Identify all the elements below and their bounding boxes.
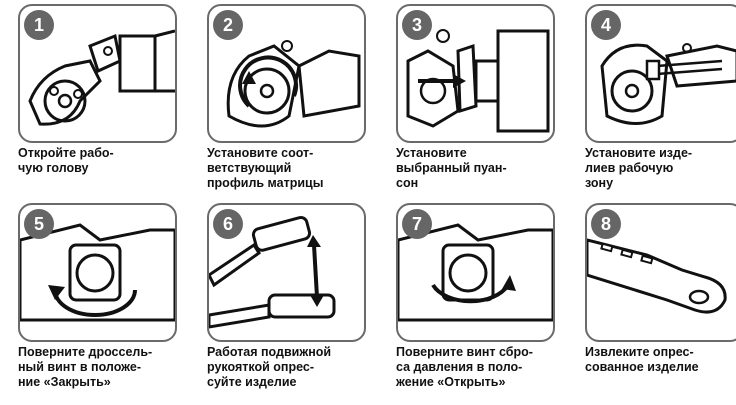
close-valve-icon	[20, 223, 175, 322]
step-2-number: 2	[213, 10, 243, 40]
step-5-number: 5	[24, 209, 54, 239]
step-6-caption: Работая подвижной рукояткой опрес- суйте…	[207, 345, 332, 389]
step-1-number: 1	[24, 10, 54, 40]
step-7-number: 7	[402, 209, 432, 239]
step-5-panel: 5	[18, 203, 177, 342]
step-6-number: 6	[213, 209, 243, 239]
step-5-caption: Поверните дроссель- ный винт в положе- н…	[18, 345, 153, 389]
step-1-caption: Откройте рабо- чую голову	[18, 146, 114, 175]
step-3-caption: Установите выбранный пуан- сон	[396, 146, 507, 190]
crimped-lug-icon	[587, 238, 727, 314]
step-3-number: 3	[402, 10, 432, 40]
rotate-die-icon	[226, 40, 361, 128]
open-valve-icon	[398, 223, 553, 322]
step-1-panel: 1	[18, 4, 177, 143]
step-2-caption: Установите соот- ветствующий профиль мат…	[207, 146, 324, 190]
pump-handle-icon	[209, 215, 336, 329]
step-7-caption: Поверните винт сбро- са давления в поло-…	[396, 345, 533, 389]
step-6-panel: 6	[207, 203, 366, 342]
step-8-caption: Извлеките опрес- сованное изделие	[585, 345, 699, 374]
step-3-panel: 3	[396, 4, 555, 143]
step-8-number: 8	[591, 209, 621, 239]
step-4-number: 4	[591, 10, 621, 40]
step-4-panel: 4	[585, 4, 736, 143]
step-2-panel: 2	[207, 4, 366, 143]
step-7-panel: 7	[396, 203, 555, 342]
step-8-panel: 8	[585, 203, 736, 342]
insert-punch-icon	[406, 29, 550, 133]
open-head-icon	[28, 29, 175, 126]
step-4-caption: Установите изде- лиев рабочую зону	[585, 146, 693, 190]
insert-workpiece-icon	[600, 43, 736, 125]
